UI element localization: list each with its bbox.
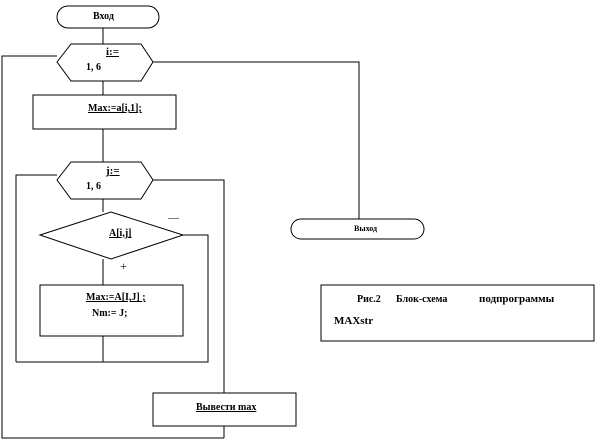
caption-title-mid: Блок-схема	[396, 294, 448, 305]
outer-loop-return	[1, 55, 224, 439]
caption-line-2: MAXstr	[334, 315, 374, 327]
outer-loop-hexagon	[56, 43, 154, 82]
inner-loop-exit	[153, 179, 225, 393]
inner-loop-return-up	[15, 174, 57, 362]
init-max-label: Max:=a[i,1];	[88, 103, 142, 114]
inner-loop-label-2: 1, 6	[86, 181, 101, 192]
end-terminal	[290, 218, 425, 240]
outer-loop-label-1: i:=	[106, 46, 119, 58]
branch-no-label: —	[168, 212, 179, 224]
branch-yes-label: +	[120, 259, 127, 273]
inner-loop-label-1: j:=	[106, 165, 120, 177]
end-label: Выход	[354, 224, 378, 233]
start-terminal	[56, 5, 160, 29]
assign-block	[39, 284, 184, 337]
outer-loop-exit	[153, 61, 360, 219]
assign-max-label: Max:=A[I,J] ;	[86, 292, 146, 303]
output-label: Вывести max	[196, 402, 257, 413]
init-max-block	[32, 94, 177, 130]
inner-loop-hexagon	[56, 161, 154, 200]
condition-label: A[i,j]	[109, 228, 132, 239]
outer-loop-label-2: 1, 6	[86, 62, 101, 73]
start-label: Вход	[93, 11, 114, 22]
caption-fig-number: Рис.2	[357, 294, 381, 305]
connector-no-branch	[103, 234, 209, 363]
caption-title-end: подпрограммы	[479, 293, 555, 305]
caption-box	[320, 284, 595, 342]
assign-num-label: Nm:= J;	[92, 308, 128, 319]
